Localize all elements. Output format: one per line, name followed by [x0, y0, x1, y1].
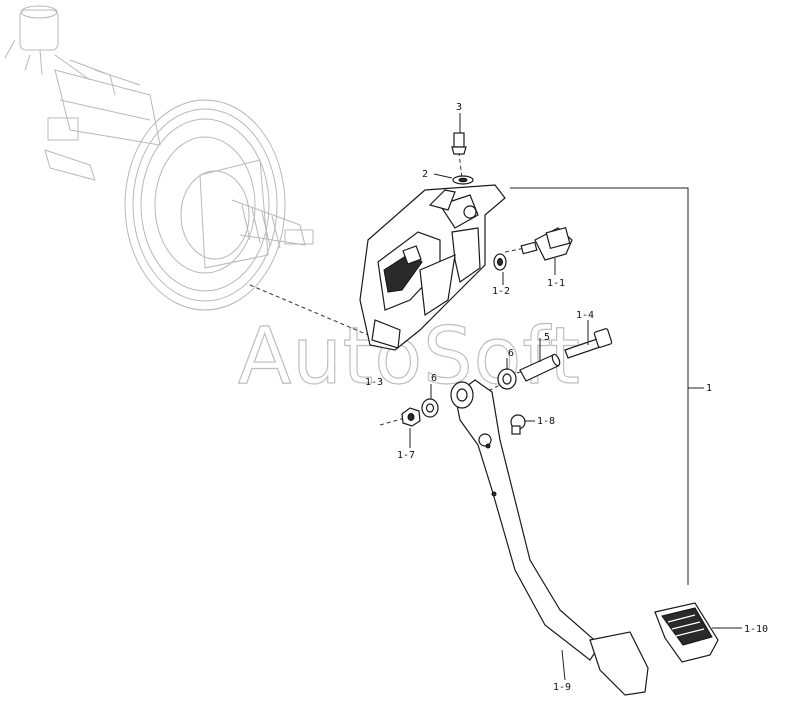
washer-icon [452, 175, 474, 185]
group-bracket-line [510, 187, 689, 585]
callout-1-9: 1-9 [553, 682, 571, 693]
stopper-icon [510, 414, 526, 435]
brake-booster-ghost-icon [4, 5, 314, 311]
nut-icon [493, 253, 507, 271]
pivot-sleeve-icon [519, 353, 561, 382]
pedal-pad-icon [654, 602, 719, 663]
callout-5: 5 [544, 332, 550, 343]
callout-6-right: 6 [508, 348, 514, 359]
brake-pedal-arm-icon [450, 379, 649, 696]
bolt-icon [451, 132, 467, 155]
left-bushing-icon [421, 398, 439, 418]
callout-1: 1 [706, 383, 712, 394]
left-nut-icon [401, 407, 421, 427]
assembly-line-bolt [457, 144, 463, 179]
callout-1-7: 1-7 [397, 450, 415, 461]
assembly-line-booster [249, 284, 381, 341]
assembly-line-nut [379, 417, 406, 426]
stop-lamp-switch-icon [520, 226, 573, 261]
callout-1-4: 1-4 [576, 310, 594, 321]
bushing-icon [497, 368, 517, 390]
callout-1-8: 1-8 [537, 416, 555, 427]
pedal-bracket-icon [359, 184, 506, 351]
callout-1-3: 1-3 [365, 377, 383, 388]
callout-1-2: 1-2 [492, 286, 510, 297]
callout-1-1: 1-1 [547, 278, 565, 289]
callout-2: 2 [422, 169, 428, 180]
callout-1-10: 1-10 [744, 624, 768, 635]
callout-6-left: 6 [431, 373, 437, 384]
callout-3: 3 [456, 102, 462, 113]
